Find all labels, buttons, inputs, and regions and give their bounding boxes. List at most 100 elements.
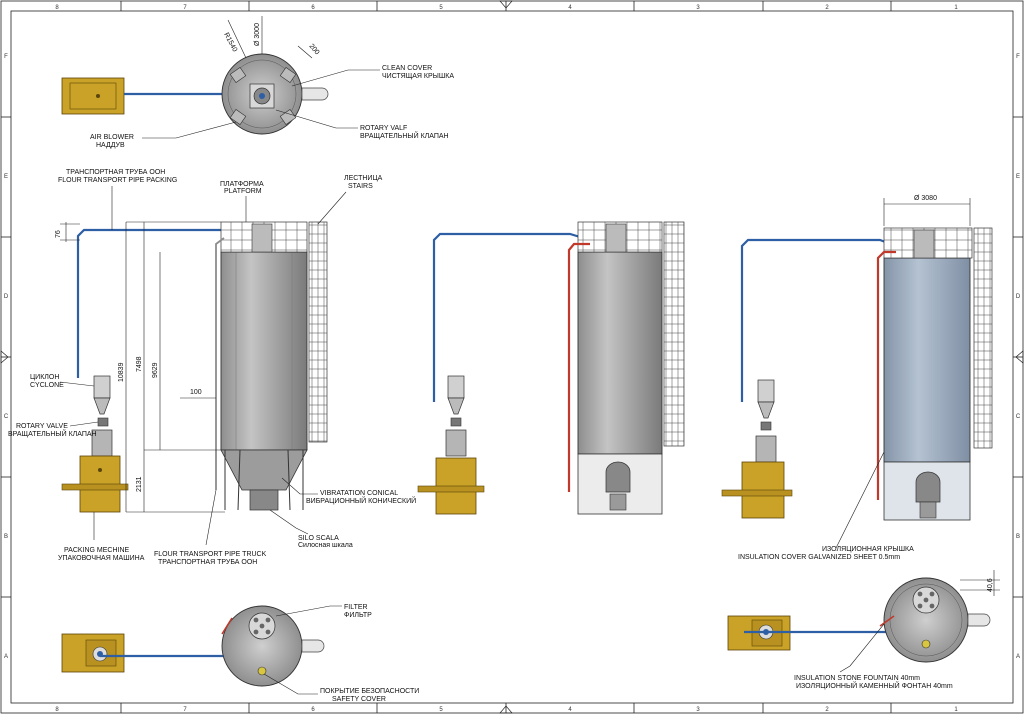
label-flour-pipe-packing: FLOUR TRANSPORT PIPE PACKING [58,177,177,184]
silo-body [220,251,308,451]
silo-body-mid [577,251,663,455]
label-cyclone-ru: ЦИКЛОН [30,374,59,381]
zone-col-5: 5 [439,5,443,11]
truck-pipe-ins [876,250,896,500]
zone-col-4: 4 [568,5,572,11]
zone-col-2: 2 [825,5,829,11]
dim-76: 76 [55,230,62,238]
label-insulation-cover: INSULATION COVER GALVANIZED SHEET 0.5mm [738,554,900,561]
label-rotary-valf: ROTARY VALF [360,125,407,132]
stairs-mid [663,221,685,447]
zone-row-d-right: D [1016,294,1021,300]
top-view-lower-left: FILTER ФИЛЬТР ПОКРЫТИЕ БЕЗОПАСНОСТИ SAFE… [61,604,419,703]
dim-9629: 9629 [152,362,159,378]
stairs-ins [973,227,993,449]
zone-row-a: A [4,654,8,660]
zone-row-f: F [4,54,8,60]
label-filter: FILTER [344,604,368,611]
clean-cover-hatch [301,87,329,101]
label-packing-machine: PACKING MECHINE [64,547,130,554]
dim-100: 100 [190,389,202,396]
label-vibration-conical-ru: ВИБРАЦИОННЫЙ КОНИЧЕСКИЙ [306,496,416,505]
zone-col-3-bottom: 3 [696,707,700,713]
zone-col-1-bottom: 1 [954,707,958,713]
label-air-blower: AIR BLOWER [90,134,134,141]
top-view-lower-right: 40,6 INSULATION STONE FOUNTAIN 40mm ИЗОЛ… [727,570,1000,690]
label-insulation-cover-ru: ИЗОЛЯЦИОННАЯ КРЫШКА [822,546,914,553]
flour-transport-pipe [76,228,239,378]
stairs [308,221,328,443]
flour-transport-pipe-ins [740,238,897,402]
elevation-insulated-silo: Ø 3080 ИЗОЛЯЦИОННАЯ КРЫШКА INSULATION CO… [721,195,993,561]
label-flour-pipe-truck: FLOUR TRANSPORT PIPE TRUCK [154,551,267,558]
label-clean-cover-ru: ЧИСТЯЩАЯ КРЫШКА [382,73,454,80]
label-safety-cover-ru: ПОКРЫТИЕ БЕЗОПАСНОСТИ [320,688,419,695]
label-filter-ru: ФИЛЬТР [344,612,372,619]
zone-col-8-bottom: 8 [55,707,59,713]
dim-40-6: 40,6 [987,578,994,592]
zone-col-7-bottom: 7 [183,707,187,713]
label-platform: PLATFORM [224,188,262,195]
silo-scale [249,489,279,511]
zone-row-e: E [4,174,8,180]
zone-row-a-right: A [1016,654,1020,660]
zone-col-7: 7 [183,5,187,11]
center-mark-right [1015,350,1024,364]
dim-200: 200 [307,43,320,57]
elevation-standard-silo: 76 10839 7498 9629 100 2131 ТРАНСПОРТНАЯ… [8,169,416,566]
zone-col-2-bottom: 2 [825,707,829,713]
label-rotary-valve-ru: ВРАЩАТЕЛЬНЫЙ КЛАПАН [8,429,97,438]
label-insulation-stone-ru: ИЗОЛЯЦИОННЫЙ КАМЕННЫЙ ФОНТАН 40mm [796,681,953,690]
zone-row-e-right: E [1016,174,1020,180]
zone-col-4-bottom: 4 [568,707,572,713]
top-view-upper: R1540 Ø 3000 200 CLEAN COVER ЧИСТЯЩАЯ КР… [61,16,454,149]
cyclone [93,375,111,399]
zone-col-8: 8 [55,5,59,11]
label-clean-cover: CLEAN COVER [382,65,432,72]
zone-col-3: 3 [696,5,700,11]
safety-cover-top [257,666,267,676]
label-insulation-stone: INSULATION STONE FOUNTAIN 40mm [794,675,920,682]
zone-row-b-right: B [1016,534,1020,540]
dim-7498: 7498 [136,356,143,372]
label-silo-scala: SILO SCALA [298,535,339,542]
zone-row-d: D [4,294,9,300]
label-safety-cover: SAFETY COVER [332,696,386,703]
zone-row-f-right: F [1016,54,1020,60]
zone-row-c-right: C [1016,414,1021,420]
label-air-blower-ru: НАДДУВ [96,142,125,149]
label-stairs: STAIRS [348,183,373,190]
label-vibration-conical: VIBRATATION CONICAL [320,490,398,497]
dim-10839: 10839 [118,362,125,382]
silo-cone [220,449,308,491]
cyclone-ins [757,379,775,403]
label-rotary-valf-ru: ВРАЩАТЕЛЬНЫЙ КЛАПАН [360,131,449,140]
center-mark-left [0,350,9,364]
air-blower-box [61,77,125,115]
elevation-middle-silo [417,221,685,515]
flour-transport-pipe-mid [432,232,591,402]
cyclone-mid [447,375,465,399]
label-flour-pipe-truck-ru: ТРАНСПОРТНАЯ ТРУБА ООН [158,559,257,566]
zone-row-b: B [4,534,8,540]
truck-pipe [215,237,225,490]
label-flour-pipe-packing-ru: ТРАНСПОРТНАЯ ТРУБА ООН [66,169,165,176]
center-mark-bottom [499,705,513,714]
dim-r1540: R1540 [222,32,238,54]
zone-col-6: 6 [311,5,315,11]
label-packing-machine-ru: УПАКОВОЧНАЯ МАШИНА [58,555,145,562]
label-silo-scala-ru: Силосная шкала [298,542,353,549]
truck-pipe-mid [567,242,590,492]
label-cyclone: CYCLONE [30,382,64,389]
silo-body-insulated [883,257,971,463]
label-stairs-ru: ЛЕСТНИЦА [344,175,383,182]
zone-col-6-bottom: 6 [311,707,315,713]
rotary-valve [97,417,109,427]
inner-border [10,10,1014,704]
center-mark-top [499,0,513,9]
label-platform-ru: ПЛАТФОРМА [220,181,264,188]
label-rotary-valve: ROTARY VALVE [16,423,68,430]
dim-d3080: Ø 3080 [914,195,937,202]
zone-col-5-bottom: 5 [439,707,443,713]
